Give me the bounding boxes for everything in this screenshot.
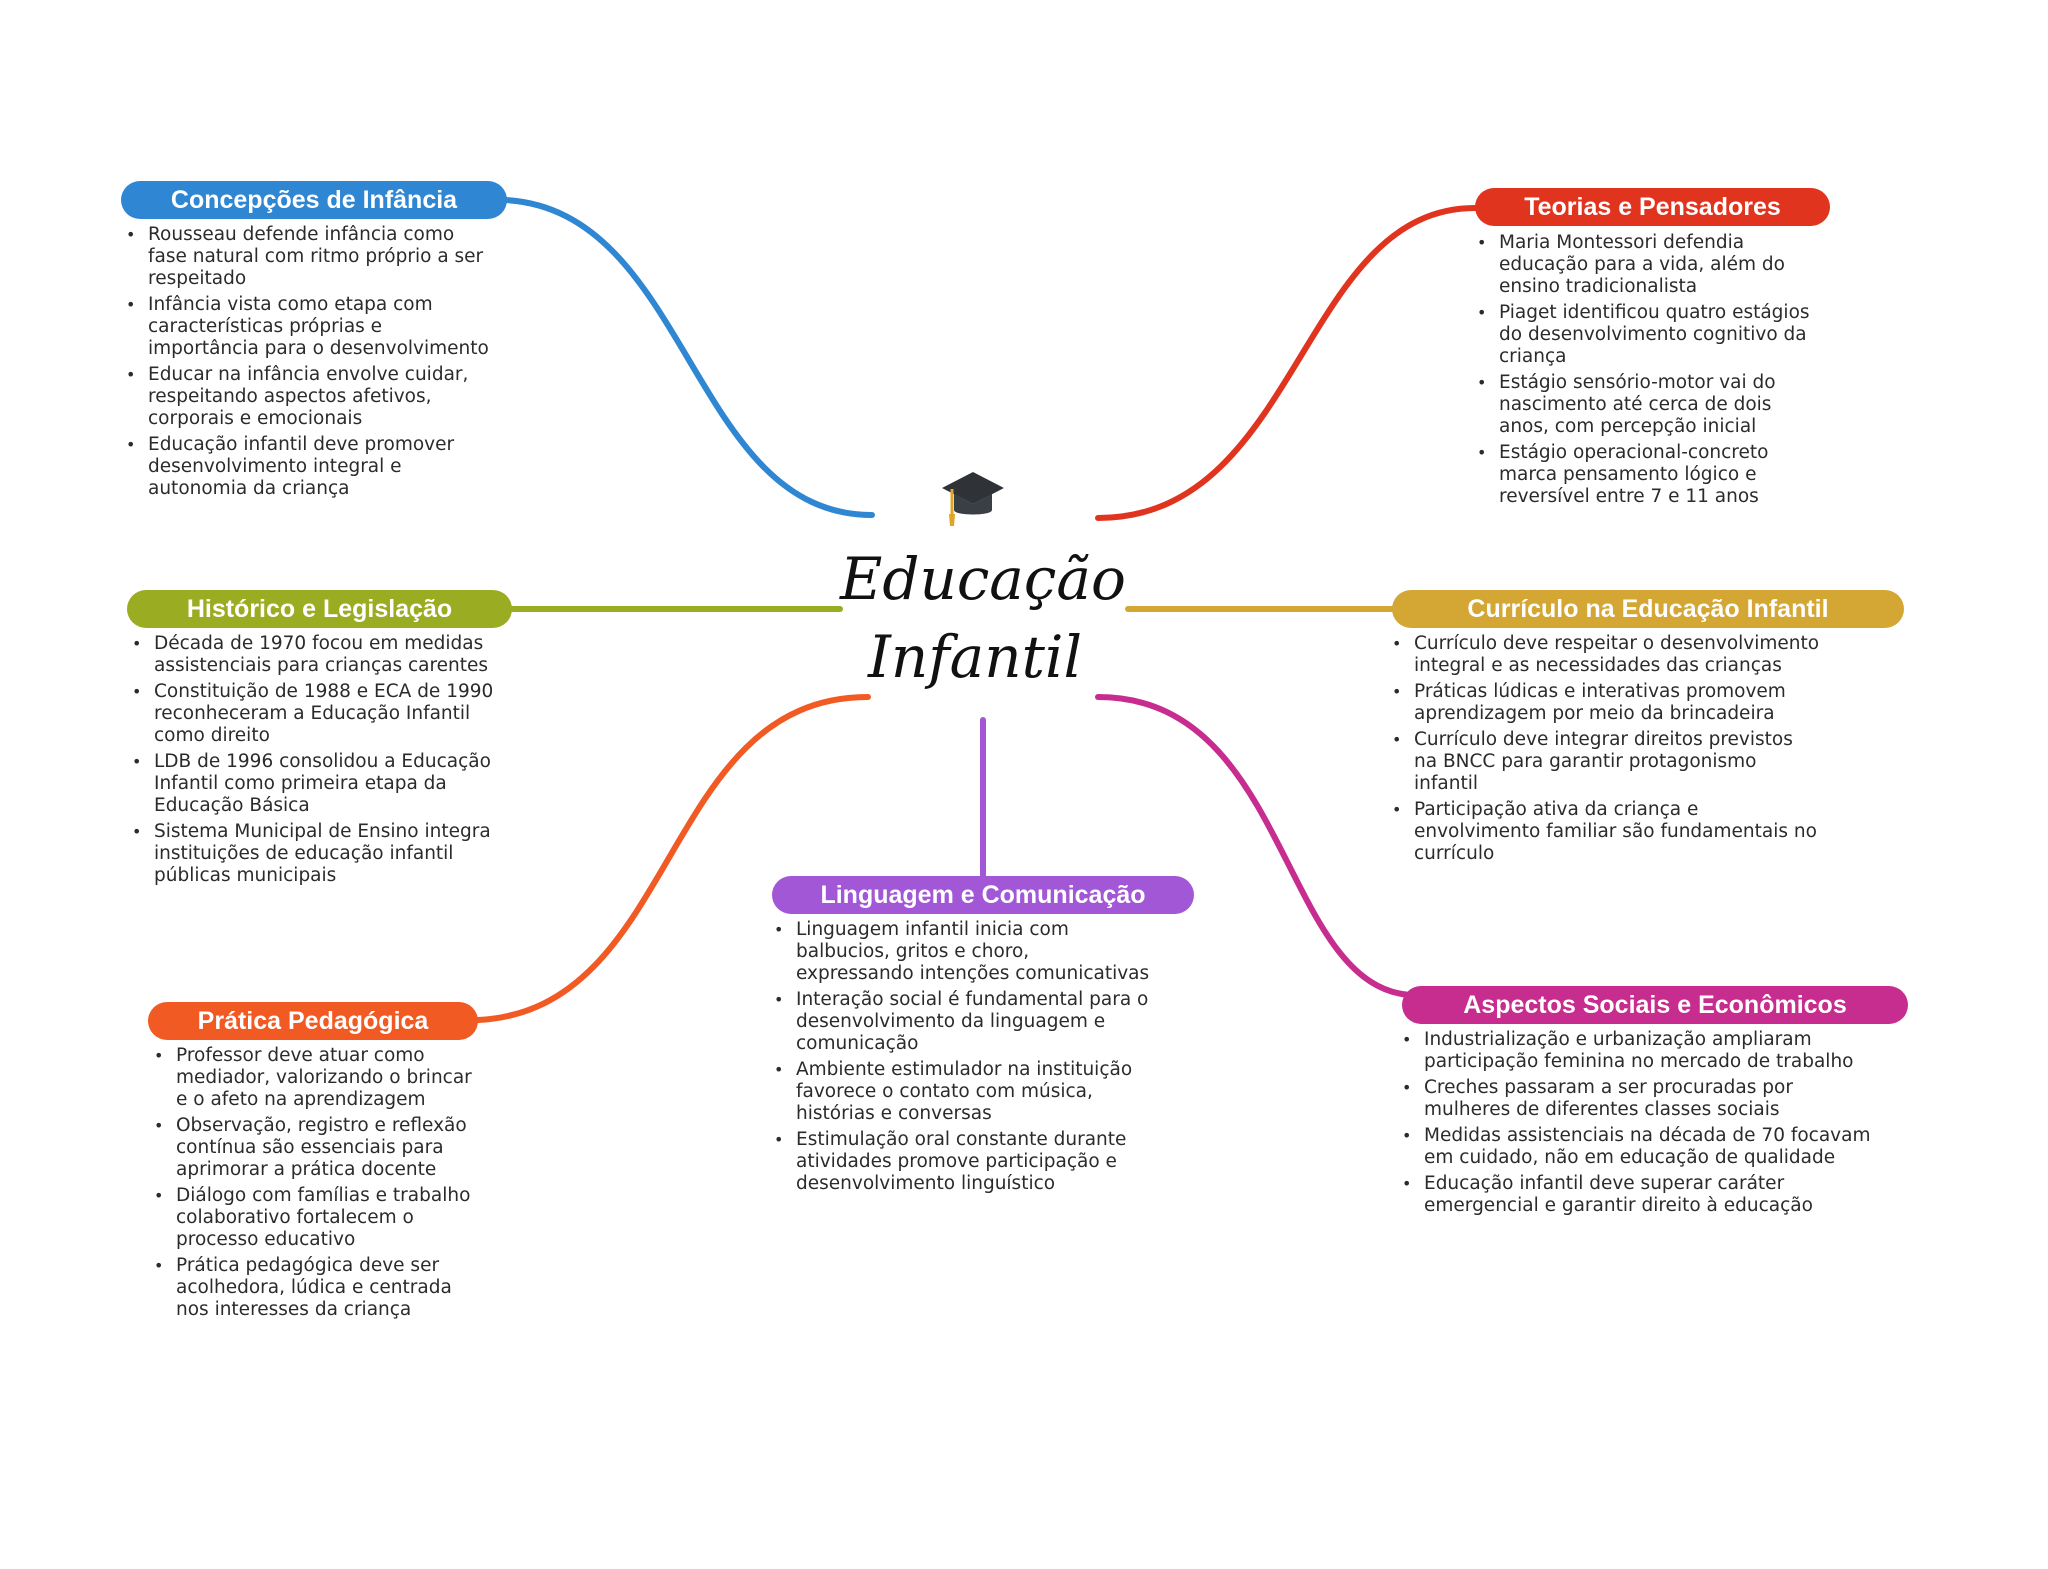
list-item: Linguagem infantil inicia com balbucios,… xyxy=(772,919,1152,985)
connector-aspectos xyxy=(1095,694,1413,998)
list-item: Estágio sensório-motor vai do nascimento… xyxy=(1475,372,1825,438)
list-item: Medidas assistenciais na década de 70 fo… xyxy=(1400,1125,1880,1169)
list-item: Educar na infância envolve cuidar, respe… xyxy=(124,364,494,430)
branch-items-curriculo: Currículo deve respeitar o desenvolvimen… xyxy=(1390,633,1820,869)
branch-items-aspectos: Industrialização e urbanização ampliaram… xyxy=(1400,1029,1880,1221)
list-item: Sistema Municipal de Ensino integra inst… xyxy=(130,821,510,887)
list-item: Estágio operacional-concreto marca pensa… xyxy=(1475,442,1825,508)
list-item: Educação infantil deve promover desenvol… xyxy=(124,434,494,500)
list-item: Prática pedagógica deve ser acolhedora, … xyxy=(152,1255,482,1321)
list-item: Piaget identificou quatro estágios do de… xyxy=(1475,302,1825,368)
list-item: Creches passaram a ser procuradas por mu… xyxy=(1400,1077,1880,1121)
list-item: Educação infantil deve superar caráter e… xyxy=(1400,1173,1880,1217)
branch-title-teorias[interactable]: Teorias e Pensadores xyxy=(1475,188,1830,226)
list-item: Currículo deve respeitar o desenvolvimen… xyxy=(1390,633,1820,677)
branch-items-pratica: Professor deve atuar como mediador, valo… xyxy=(152,1045,482,1325)
list-item: Rousseau defende infância como fase natu… xyxy=(124,224,494,290)
list-item: Observação, registro e reflexão contínua… xyxy=(152,1115,482,1181)
central-title-line1: Educação xyxy=(840,545,1126,613)
branch-title-pratica[interactable]: Prática Pedagógica xyxy=(148,1002,478,1040)
list-item: Maria Montessori defendia educação para … xyxy=(1475,232,1825,298)
list-item: Participação ativa da criança e envolvim… xyxy=(1390,799,1820,865)
list-item: Estimulação oral constante durante ativi… xyxy=(772,1129,1152,1195)
branch-items-teorias: Maria Montessori defendia educação para … xyxy=(1475,232,1825,512)
list-item: Práticas lúdicas e interativas promovem … xyxy=(1390,681,1820,725)
list-item: Década de 1970 focou em medidas assisten… xyxy=(130,633,510,677)
list-item: Infância vista como etapa com caracterís… xyxy=(124,294,494,360)
branch-title-concepcoes[interactable]: Concepções de Infância xyxy=(121,181,507,219)
central-node: Educação Infantil xyxy=(840,460,1126,700)
list-item: Ambiente estimulador na instituição favo… xyxy=(772,1059,1152,1125)
branch-items-linguagem: Linguagem infantil inicia com balbucios,… xyxy=(772,919,1152,1199)
branch-items-concepcoes: Rousseau defende infância como fase natu… xyxy=(124,224,494,504)
branch-title-linguagem[interactable]: Linguagem e Comunicação xyxy=(772,876,1194,914)
list-item: Interação social é fundamental para o de… xyxy=(772,989,1152,1055)
central-title-line2: Infantil xyxy=(867,623,1083,691)
list-item: LDB de 1996 consolidou a Educação Infant… xyxy=(130,751,510,817)
branch-title-historico[interactable]: Histórico e Legislação xyxy=(127,590,512,628)
connector-pratica xyxy=(475,694,871,1023)
list-item: Currículo deve integrar direitos previst… xyxy=(1390,729,1820,795)
central-title: Educação Infantil xyxy=(840,540,1126,696)
list-item: Industrialização e urbanização ampliaram… xyxy=(1400,1029,1880,1073)
graduation-cap-icon xyxy=(942,472,1004,526)
branch-title-aspectos[interactable]: Aspectos Sociais e Econômicos xyxy=(1402,986,1908,1024)
list-item: Constituição de 1988 e ECA de 1990 recon… xyxy=(130,681,510,747)
connector-concepcoes xyxy=(502,197,875,518)
branch-items-historico: Década de 1970 focou em medidas assisten… xyxy=(130,633,510,891)
branch-title-curriculo[interactable]: Currículo na Educação Infantil xyxy=(1392,590,1904,628)
connector-teorias xyxy=(1095,205,1478,521)
list-item: Diálogo com famílias e trabalho colabora… xyxy=(152,1185,482,1251)
list-item: Professor deve atuar como mediador, valo… xyxy=(152,1045,482,1111)
